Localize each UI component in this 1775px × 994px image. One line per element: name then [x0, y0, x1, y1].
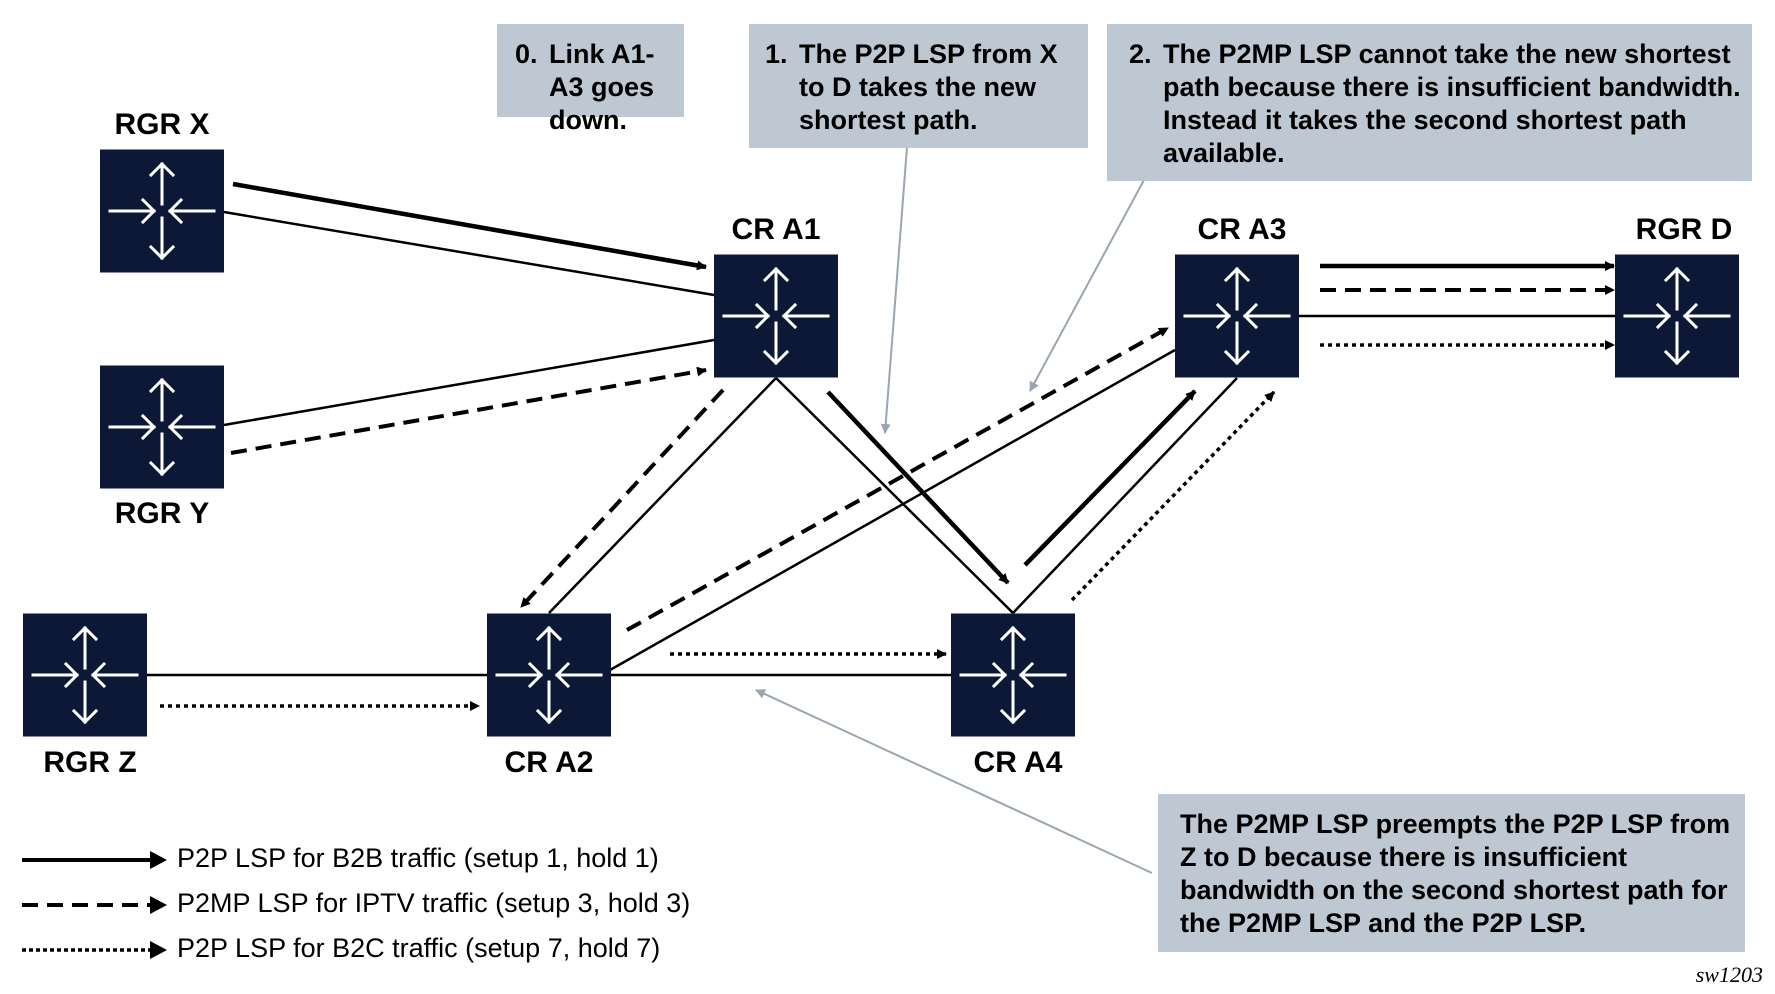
legend-label-solid: P2P LSP for B2B traffic (setup 1, hold 1… [177, 843, 659, 873]
lsp-iptv-y-a1 [230, 366, 707, 455]
router-cr-a4-icon[interactable] [949, 612, 1077, 738]
router-cr-a3-icon[interactable] [1173, 253, 1301, 379]
callout-step0-number: 0. [515, 39, 538, 69]
link-a2-a3 [609, 348, 1176, 672]
legend-dotted-line-icon [22, 941, 167, 959]
link-a4-a3 [1012, 377, 1238, 614]
lsp-b2b-a1-a4 [826, 390, 1010, 585]
label-rgr-d: RGR D [1635, 213, 1733, 246]
link-a1-a4 [775, 377, 1014, 614]
lsp-p2p-b2c [160, 340, 1615, 711]
callout-step2-number: 2. [1129, 39, 1152, 69]
legend-label-dashed: P2MP LSP for IPTV traffic (setup 3, hold… [177, 888, 691, 918]
callout-step1: 1. The P2P LSP from X to D takes the new… [749, 24, 1088, 148]
callout-step0-text: Link A1-A3 goes down. [549, 39, 655, 135]
figure-id: sw1203 [1695, 962, 1763, 987]
label-cr-a3: CR A3 [1197, 213, 1287, 246]
callout-preempt-text: The P2MP LSP preempts the P2P LSP from Z… [1180, 809, 1731, 938]
legend-dashed-line-icon [22, 896, 167, 914]
callout-pointers [755, 146, 1153, 874]
pointer-preempt [755, 689, 1153, 874]
link-x-a1 [223, 210, 715, 297]
pointer-step1 [880, 146, 908, 434]
callout-step2-text: The P2MP LSP cannot take the new shortes… [1163, 39, 1741, 168]
router-cr-a1-icon[interactable] [712, 253, 840, 379]
router-rgr-d-icon[interactable] [1613, 253, 1741, 379]
legend-solid-line-icon [22, 851, 167, 869]
label-cr-a2: CR A2 [504, 746, 594, 779]
label-cr-a1: CR A1 [731, 213, 821, 246]
lsp-iptv-a2-a3 [626, 326, 1169, 632]
callout-step2: 2. The P2MP LSP cannot take the new shor… [1107, 24, 1752, 181]
label-cr-a4: CR A4 [973, 746, 1063, 779]
label-rgr-x: RGR X [114, 108, 210, 141]
router-cr-a2-icon[interactable] [485, 612, 613, 738]
label-rgr-y: RGR Y [114, 497, 210, 530]
label-rgr-z: RGR Z [43, 746, 137, 779]
callout-step0: 0. Link A1-A3 goes down. [497, 24, 684, 135]
pointer-step2 [1029, 179, 1145, 392]
link-a1-a2 [548, 377, 777, 614]
router-rgr-x-icon[interactable] [98, 148, 226, 274]
router-rgr-y-icon[interactable] [98, 364, 226, 490]
lsp-p2p-b2b [232, 181, 1615, 585]
lsp-b2c-a4-a3 [1070, 390, 1276, 602]
lsp-b2b-x-a1 [232, 181, 707, 271]
link-y-a1 [223, 338, 715, 427]
lsp-b2b-a4-a3 [1023, 389, 1197, 567]
legend-label-dotted: P2P LSP for B2C traffic (setup 7, hold 7… [177, 933, 661, 963]
callout-preempt: The P2MP LSP preempts the P2P LSP from Z… [1158, 794, 1745, 952]
callout-step1-text: The P2P LSP from X to D takes the new sh… [799, 39, 1058, 135]
physical-links [147, 210, 1615, 677]
router-rgr-z-icon[interactable] [21, 612, 149, 738]
lsp-iptv-a1-a2 [519, 388, 725, 609]
lsp-p2mp-iptv [230, 285, 1615, 632]
callout-step1-number: 1. [765, 39, 788, 69]
